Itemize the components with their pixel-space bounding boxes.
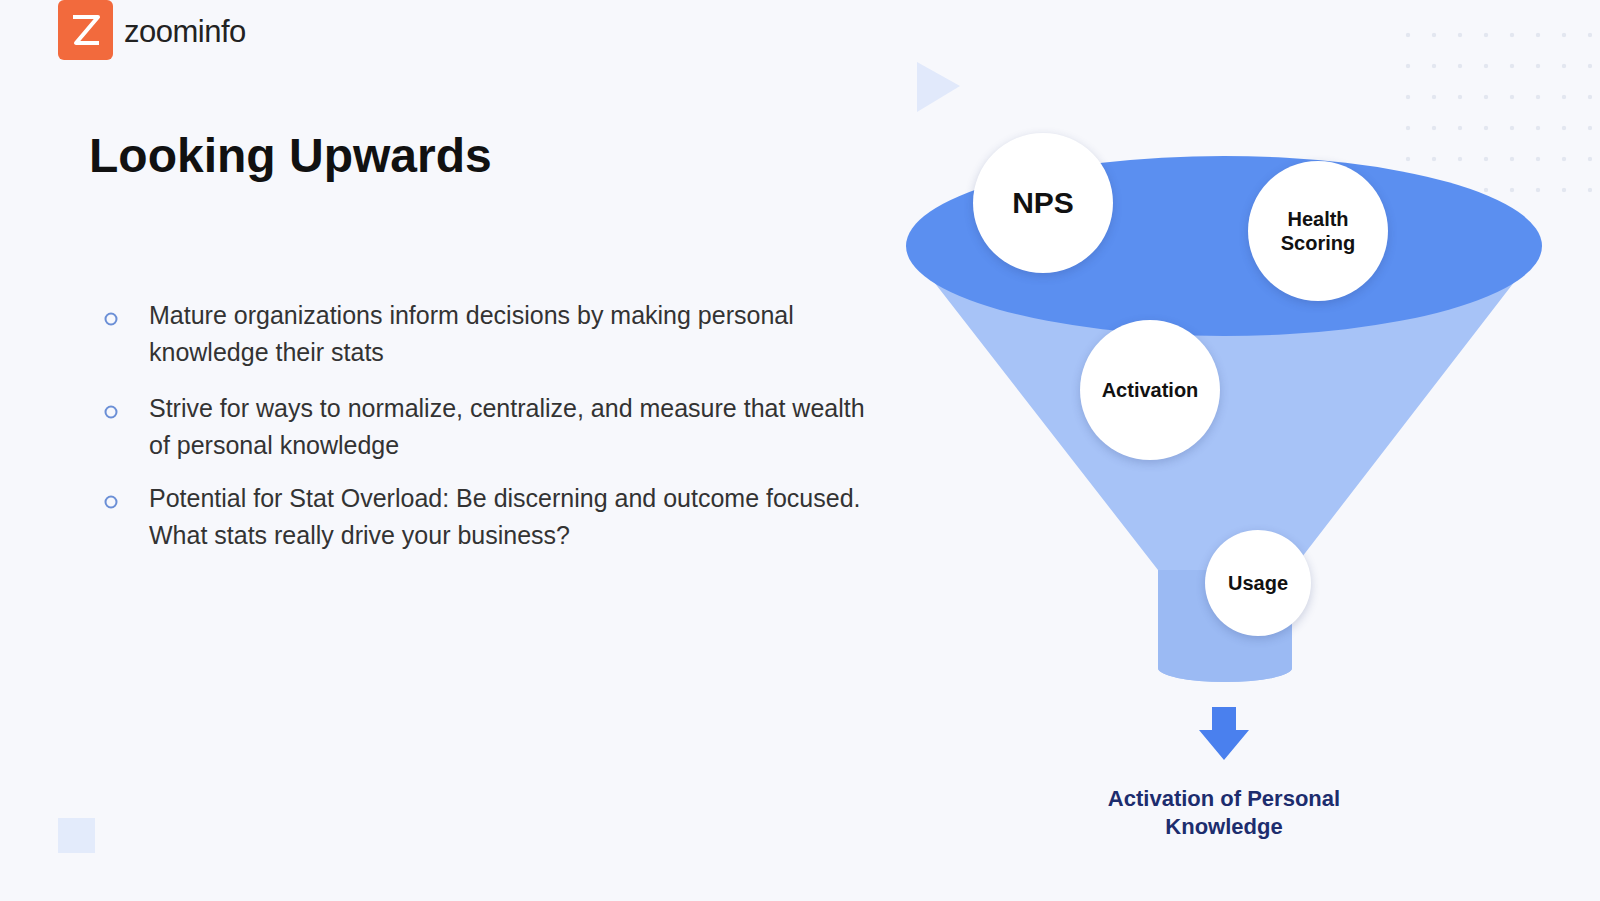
bullet-text: Potential for Stat Overload: Be discerni… [149, 480, 889, 554]
bullet-text: Mature organizations inform decisions by… [149, 297, 849, 371]
logo-text: zoominfo [124, 14, 246, 50]
circle-label: NPS [1012, 185, 1074, 221]
logo-z [73, 17, 99, 43]
funnel-caption: Activation of Personal Knowledge [1064, 785, 1384, 841]
logo-square [58, 0, 113, 60]
down-arrow [1199, 707, 1249, 760]
circle-label: Health Scoring [1268, 207, 1368, 255]
funnel-circle: Usage [1205, 530, 1311, 636]
bullet-marker [106, 407, 117, 418]
slide-title: Looking Upwards [89, 128, 492, 183]
funnel-circle: NPS [973, 133, 1113, 273]
funnel-circle: Health Scoring [1248, 161, 1388, 301]
play-triangle [917, 62, 960, 112]
bullet-text: Strive for ways to normalize, centralize… [149, 390, 869, 464]
funnel-circle: Activation [1080, 320, 1220, 460]
circle-label: Activation [1102, 378, 1199, 402]
circle-label: Usage [1228, 571, 1288, 595]
corner-square [58, 818, 95, 853]
bullet-marker [106, 497, 117, 508]
bullet-marker [106, 314, 117, 325]
